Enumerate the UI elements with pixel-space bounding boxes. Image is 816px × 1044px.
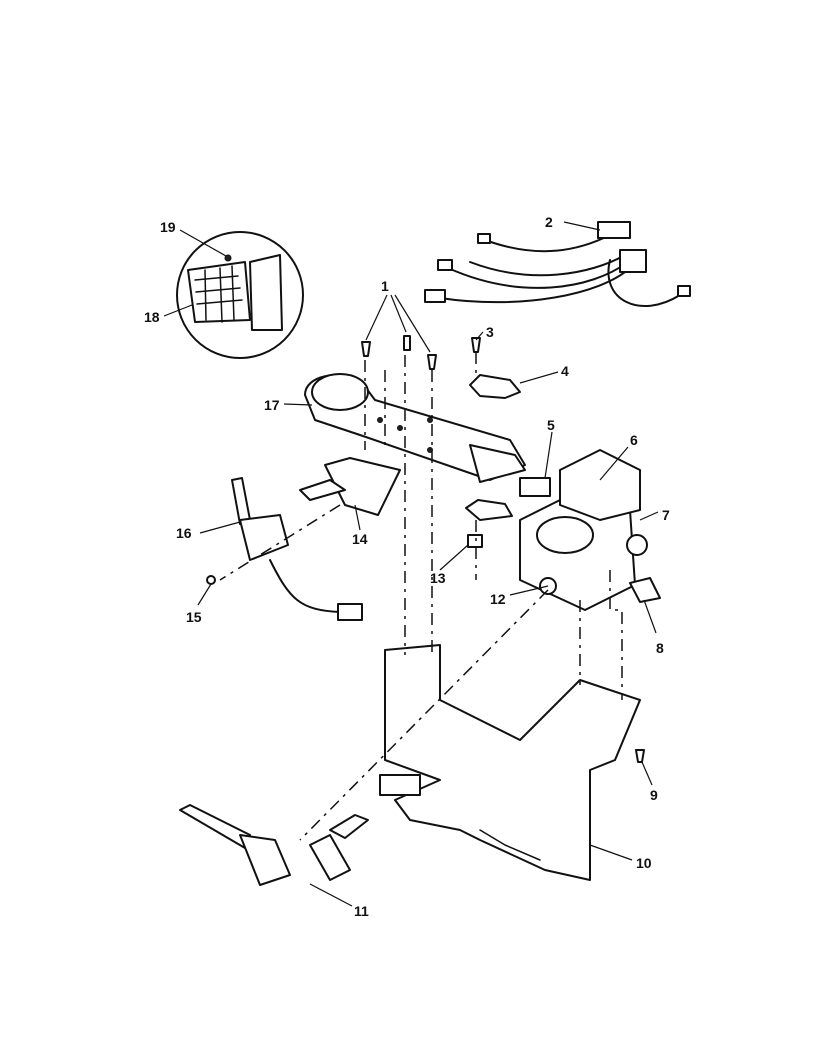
callout-16: 16 — [176, 525, 192, 541]
callout-labels: 1 2 3 4 5 6 7 8 9 10 11 12 13 14 15 16 1… — [144, 214, 670, 919]
mounting-bracket — [379, 644, 641, 881]
callout-17: 17 — [264, 397, 280, 413]
callout-1: 1 — [381, 278, 389, 294]
callout-7: 7 — [662, 507, 670, 523]
callout-10: 10 — [636, 855, 652, 871]
callout-18: 18 — [144, 309, 160, 325]
callout-11: 11 — [354, 903, 369, 919]
wire-harness — [424, 221, 691, 307]
callout-14: 14 — [352, 531, 368, 547]
callout-6: 6 — [630, 432, 638, 448]
gas-valve — [519, 449, 661, 611]
callout-13: 13 — [430, 570, 446, 586]
guide-lines — [219, 352, 623, 841]
detail-inset — [176, 231, 304, 359]
manifold-pipe — [179, 804, 369, 886]
clamp-straps — [465, 374, 521, 548]
callout-19: 19 — [160, 219, 176, 235]
orifice-holder — [299, 457, 401, 516]
callout-12: 12 — [490, 591, 506, 607]
leader-lines — [163, 221, 659, 907]
callout-15: 15 — [186, 609, 202, 625]
igniter — [231, 477, 363, 621]
callout-9: 9 — [650, 787, 658, 803]
screws — [206, 335, 645, 763]
callout-8: 8 — [656, 640, 664, 656]
callout-4: 4 — [561, 363, 569, 379]
burner-bracket — [304, 373, 526, 483]
callout-2: 2 — [545, 214, 553, 230]
callout-5: 5 — [547, 417, 555, 433]
callout-3: 3 — [486, 324, 494, 340]
